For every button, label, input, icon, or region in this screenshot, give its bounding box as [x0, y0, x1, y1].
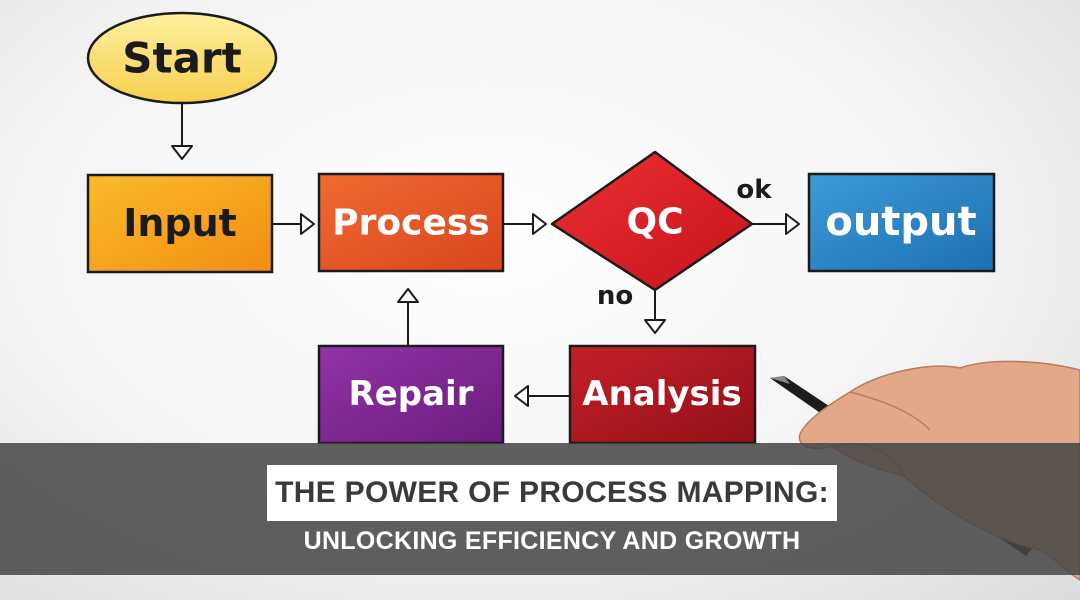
node-process-label: Process — [332, 203, 489, 244]
arrowhead-down-icon — [171, 145, 193, 160]
banner-subline: UNLOCKING EFFICIENCY AND GROWTH — [303, 526, 801, 555]
node-start: Start — [86, 11, 278, 105]
node-analysis: Analysis — [568, 344, 757, 445]
node-qc-label: QC — [626, 202, 683, 243]
node-output: output — [807, 172, 996, 273]
node-start-label: Start — [122, 34, 241, 83]
node-repair-label: Repair — [349, 374, 474, 414]
banner-headline: THE POWER OF PROCESS MAPPING: — [267, 465, 837, 521]
node-qc: QC — [550, 150, 754, 292]
arrowhead-down-icon — [644, 319, 666, 334]
arrowhead-right-icon — [532, 213, 547, 235]
arrowhead-right-icon — [300, 213, 315, 235]
arrowhead-right-icon — [785, 213, 800, 235]
edge-label-ok: ok — [736, 175, 772, 205]
edge-label-no: no — [597, 281, 633, 311]
node-repair: Repair — [317, 344, 505, 445]
arrowheads — [171, 145, 800, 407]
connectors — [181, 103, 788, 397]
node-input: Input — [86, 173, 274, 274]
arrowhead-up-icon — [397, 288, 419, 303]
node-analysis-label: Analysis — [582, 374, 741, 414]
arrowhead-left-icon — [514, 385, 529, 407]
node-input-label: Input — [123, 201, 237, 245]
node-output-label: output — [825, 199, 976, 245]
node-process: Process — [317, 172, 505, 273]
